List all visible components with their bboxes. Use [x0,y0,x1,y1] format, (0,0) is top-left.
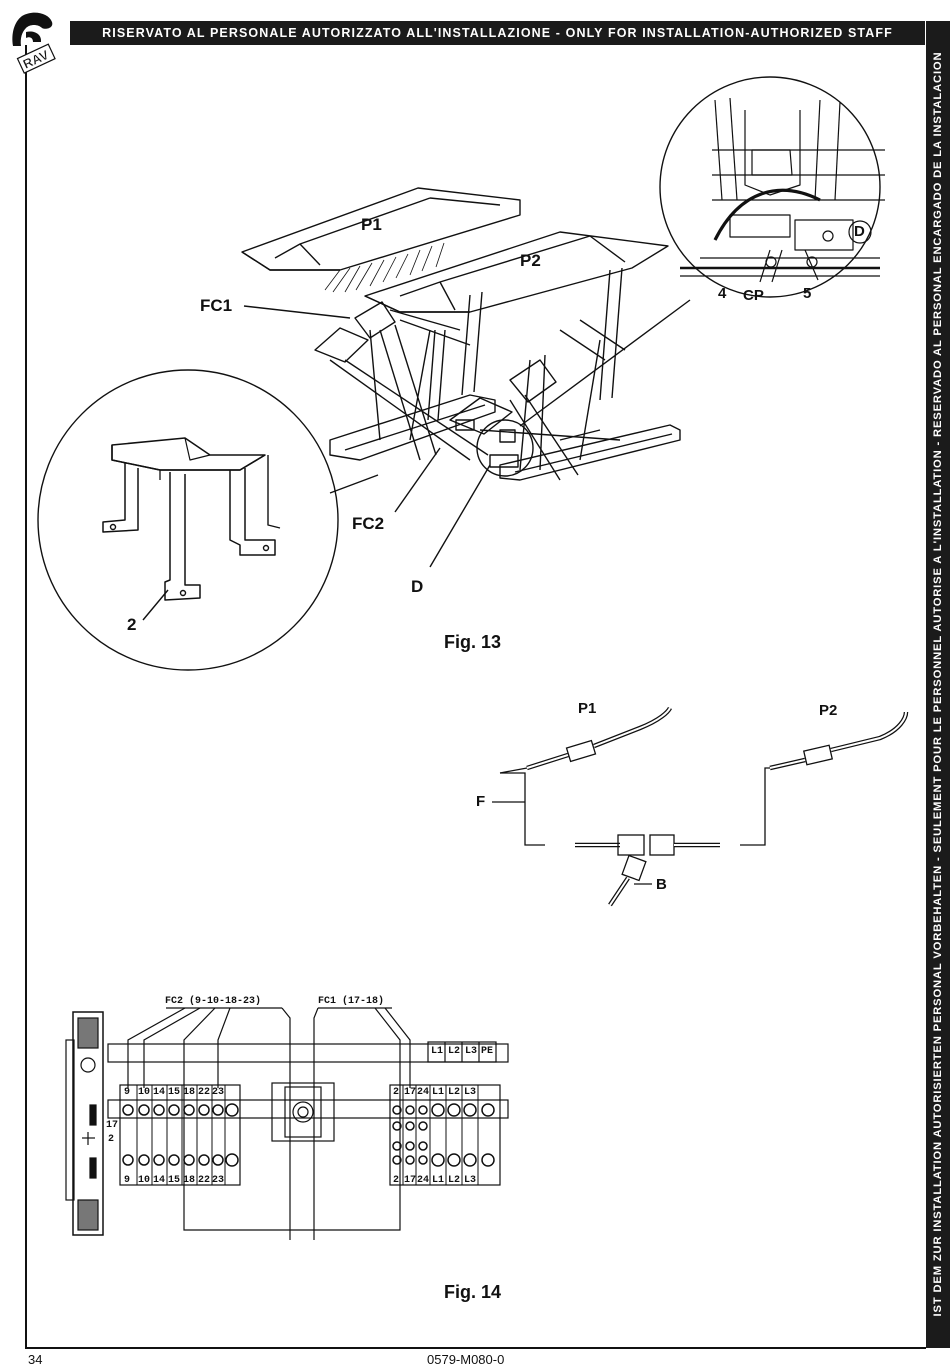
fig14-supply-label: L1 [431,1046,444,1057]
fig14-fc2-label: FC2 (9-10-18-23) [165,996,262,1007]
fig14-supply-label: PE [481,1046,494,1057]
fig14-fc1-label: FC1 (17-18) [318,996,385,1007]
hose-label-b: B [656,876,667,893]
fig14-right-terminal-top: L2 [448,1087,461,1098]
fig13-label-p1: P1 [361,215,382,234]
fig13-detail-4: 4 [718,285,727,302]
fig14-left-terminal-bottom: 9 [124,1175,131,1186]
fig14-left-terminal-top: 10 [138,1087,151,1098]
fig14-right-terminal-bottom: L1 [432,1175,445,1186]
fig13-label-p2: P2 [520,251,541,270]
fig14-left-terminal-bottom: 23 [212,1175,225,1186]
hose-label-p2: P2 [819,702,838,719]
fig14-right-terminal-top: 2 [393,1087,400,1098]
fig14-left-terminal-top: 18 [183,1087,196,1098]
fig14-right-terminal-bottom: 24 [417,1175,430,1186]
fig14-left-terminal-bottom: 14 [153,1175,166,1186]
fig14-left-terminal-top: 22 [198,1087,211,1098]
frame-left-rule [25,45,27,1348]
sidebar-strip [926,21,950,1348]
fig14-left-terminal-top: 9 [124,1087,131,1098]
fig14-left-terminal-bottom: 15 [168,1175,181,1186]
fig14-right-terminal-top: L3 [464,1087,477,1098]
fig13-caption: Fig. 13 [444,632,502,652]
fig13-detail-cp: CP [743,287,764,304]
hose-label-f: F [476,793,486,810]
header-banner: RISERVATO AL PERSONALE AUTORIZZATO ALL'I… [70,21,925,45]
fig13-label-fc2: FC2 [352,514,385,533]
document-code: 0579-M080-0 [427,1352,505,1367]
fig14-left-terminal-bottom: 10 [138,1175,151,1186]
fig14-supply-label: L3 [465,1046,478,1057]
fig14-caption: Fig. 14 [444,1282,502,1302]
hose-label-p1: P1 [578,700,597,717]
frame-bottom-rule [25,1347,926,1349]
fig14-side-mark: 2 [108,1134,115,1145]
fig14-supply-label: L2 [448,1046,461,1057]
fig13-detail-d: D [854,223,865,240]
fig13-label-d: D [411,577,424,596]
fig14-right-terminal-bottom: L3 [464,1175,477,1186]
fig13-detail-5: 5 [803,285,812,302]
fig14-right-terminal-top: L1 [432,1087,445,1098]
fig13-label-part2: 2 [127,615,137,634]
fig14-left-terminal-bottom: 22 [198,1175,211,1186]
logo-icon: RAV [12,12,56,74]
fig14-left-terminal-top: 15 [168,1087,181,1098]
fig14-right-terminal-bottom: L2 [448,1175,461,1186]
fig14-right-terminal-top: 24 [417,1087,430,1098]
fig14-side-mark: 17 [106,1120,119,1131]
fig14-left-terminal-top: 23 [212,1087,225,1098]
fig14-right-terminal-bottom: 2 [393,1175,400,1186]
fig13-label-fc1: FC1 [200,296,233,315]
fig14-left-terminal-bottom: 18 [183,1175,196,1186]
fig14-right-terminal-bottom: 17 [404,1175,417,1186]
fig14-right-terminal-top: 17 [404,1087,417,1098]
page-number: 34 [28,1352,43,1367]
fig14-left-terminal-top: 14 [153,1087,166,1098]
